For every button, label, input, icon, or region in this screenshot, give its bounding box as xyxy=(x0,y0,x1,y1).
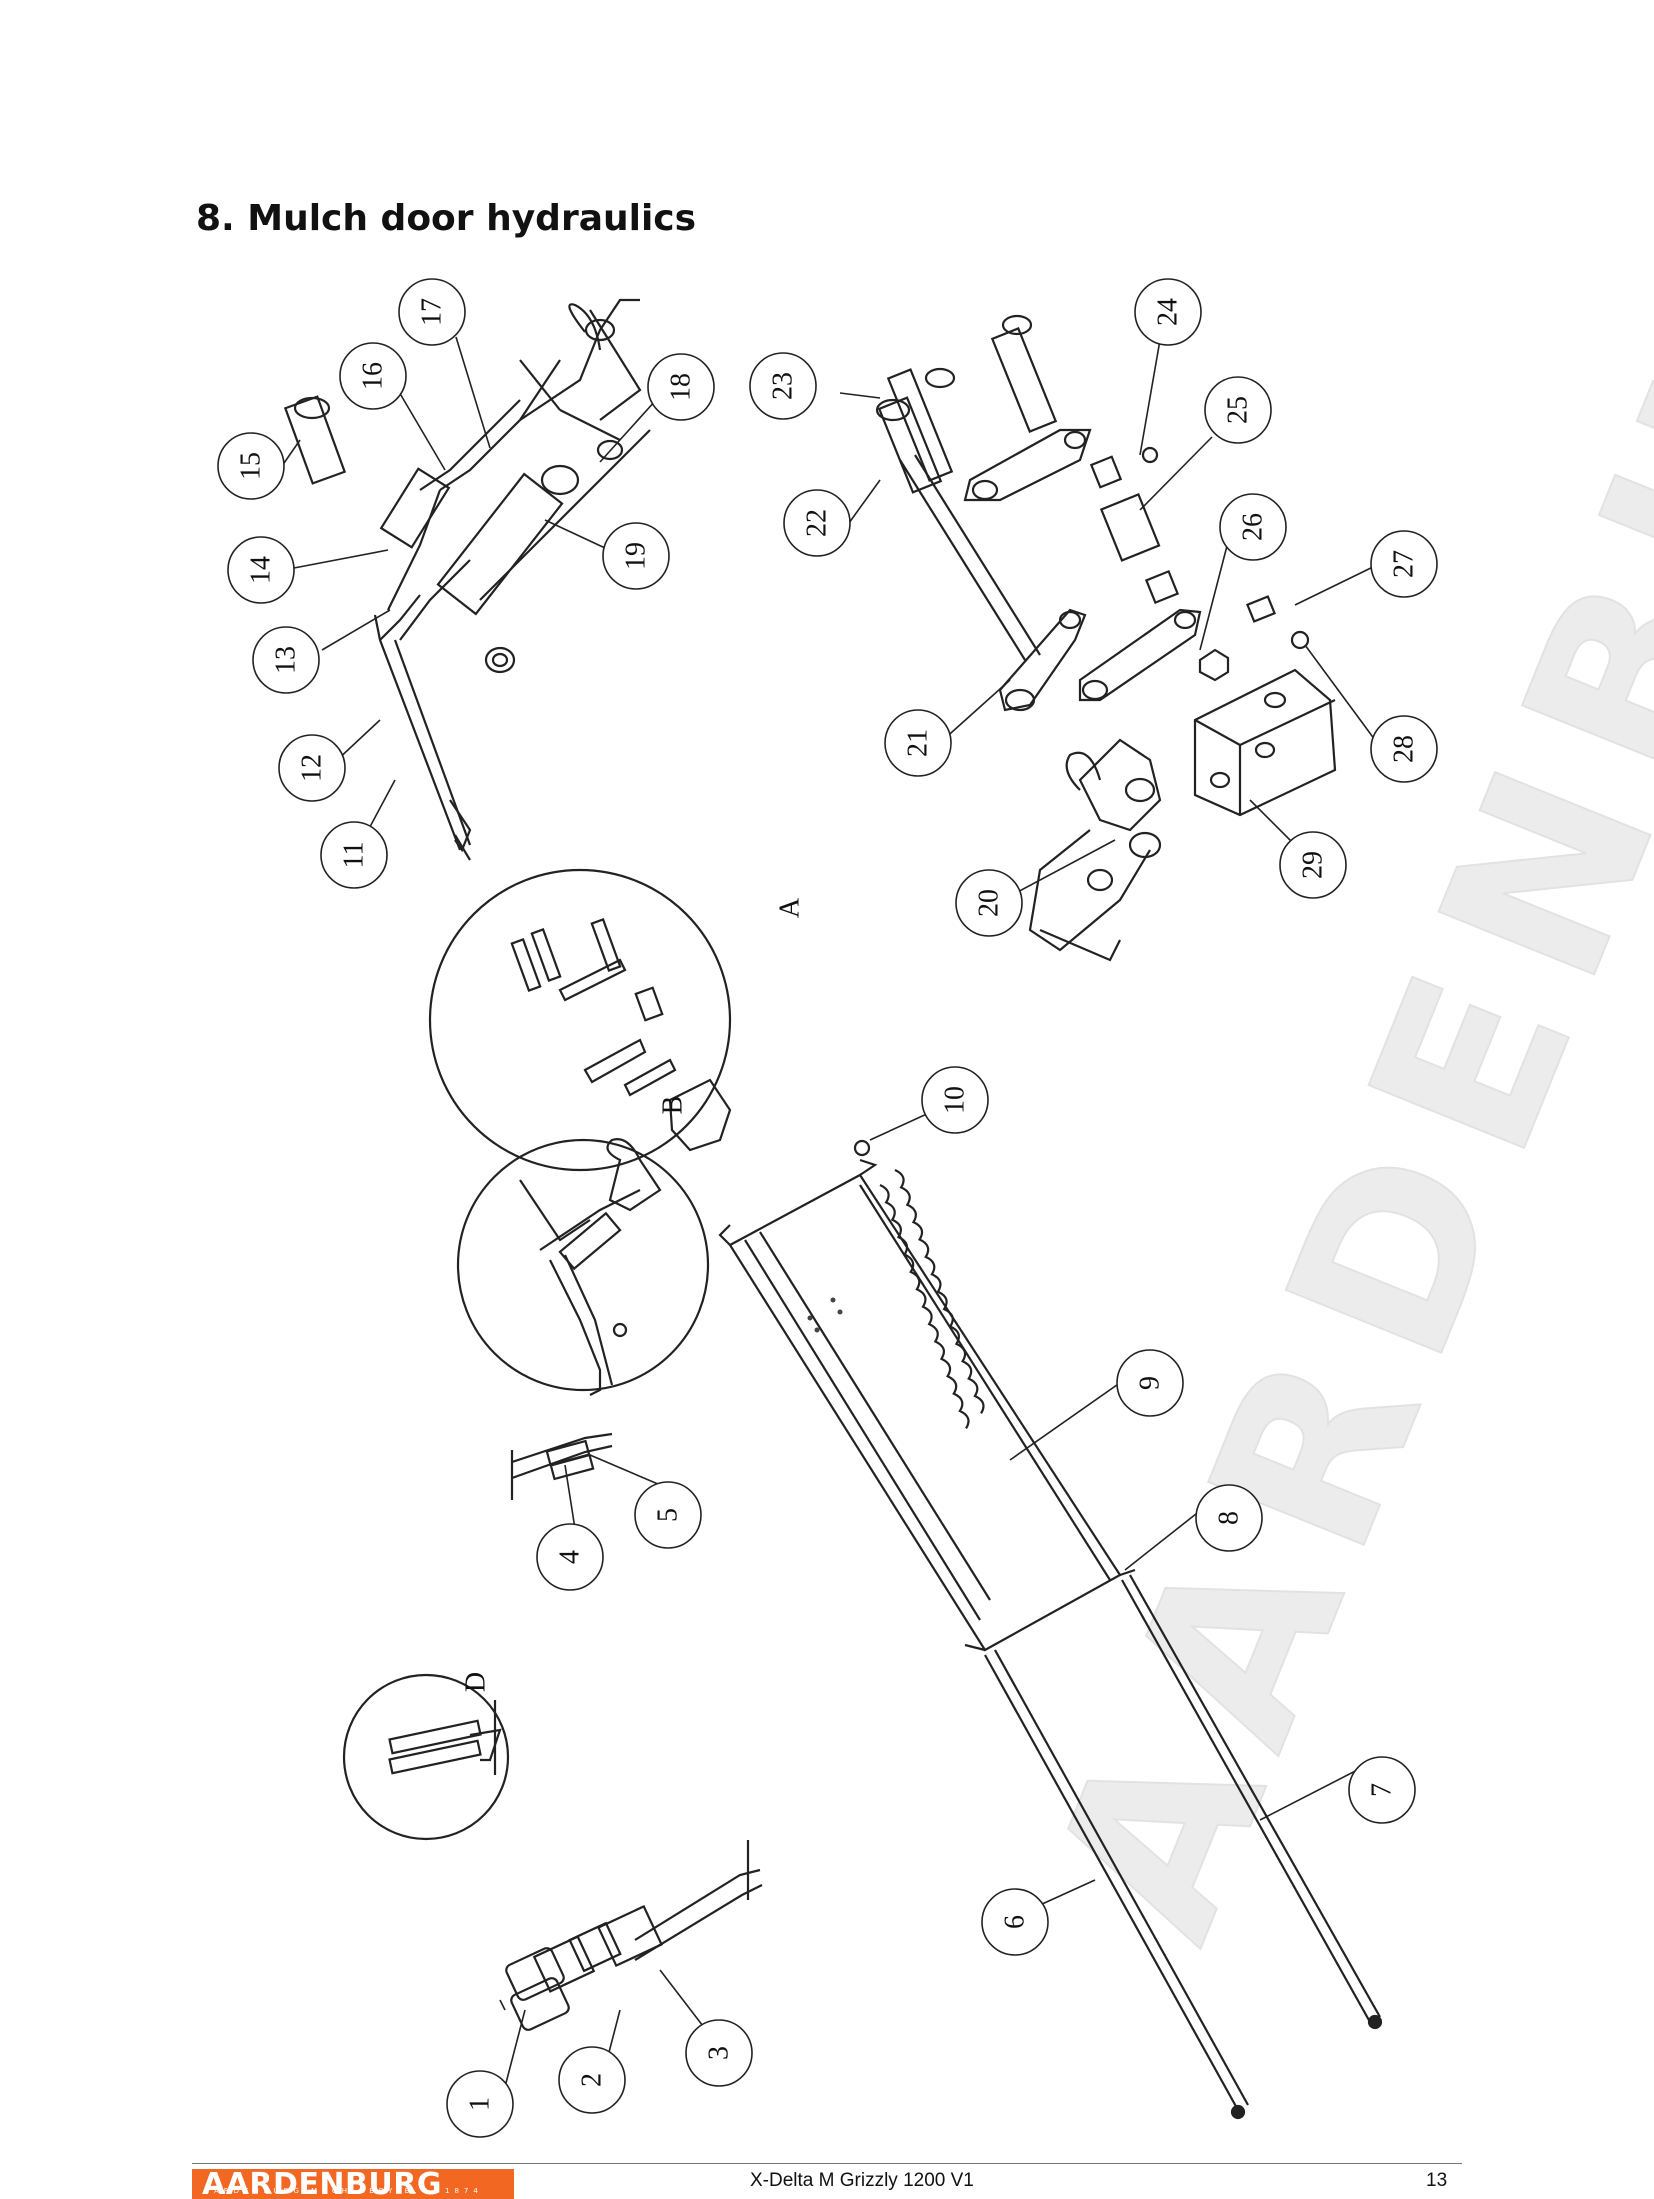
callout-26: 26 xyxy=(1238,513,1269,541)
callout-8: 8 xyxy=(1214,1511,1245,1525)
callout-bubbles: 1 2 3 4 5 6 7 8 9 10 11 12 13 14 15 16 1… xyxy=(217,278,1438,2138)
callout-10: 10 xyxy=(940,1086,971,1114)
callout-6: 6 xyxy=(1000,1915,1031,1929)
callout-15: 15 xyxy=(236,452,267,480)
logo-wordmark: AARDENBURG xyxy=(202,2169,442,2199)
callout-24: 24 xyxy=(1153,298,1184,326)
page-number: 13 xyxy=(1426,2170,1448,2191)
callout-28: 28 xyxy=(1389,735,1420,763)
callout-29: 29 xyxy=(1298,851,1329,879)
callout-5: 5 xyxy=(653,1508,684,1522)
callout-2: 2 xyxy=(577,2073,608,2087)
callout-19: 19 xyxy=(621,542,652,570)
callout-13: 13 xyxy=(271,646,302,674)
callout-21: 21 xyxy=(903,729,934,757)
callout-23: 23 xyxy=(768,372,799,400)
callout-12: 12 xyxy=(297,754,328,782)
callout-17: 17 xyxy=(417,298,448,326)
detail-label-a: A xyxy=(775,897,806,918)
callout-18: 18 xyxy=(666,373,697,401)
callout-7: 7 xyxy=(1367,1783,1398,1797)
callout-20: 20 xyxy=(974,889,1005,917)
callout-11: 11 xyxy=(339,842,370,869)
callout-3: 3 xyxy=(704,2046,735,2060)
document-name: X-Delta M Grizzly 1200 V1 xyxy=(750,2170,974,2191)
line-art xyxy=(283,298,1383,2120)
callout-22: 22 xyxy=(802,509,833,537)
callout-27: 27 xyxy=(1389,550,1420,578)
linkage-assembly-right xyxy=(875,314,1337,962)
logo-tagline: AARDENBURG MACHINERY B.V. 1874 xyxy=(204,2187,483,2195)
callout-1: 1 xyxy=(465,2097,496,2111)
callout-16: 16 xyxy=(358,362,389,390)
hose-coupling-small xyxy=(510,1432,613,1500)
callout-14: 14 xyxy=(246,556,277,584)
mulch-door xyxy=(718,1139,1383,2120)
detail-label-d: D xyxy=(461,1672,492,1692)
callout-4: 4 xyxy=(555,1550,586,1564)
detail-views xyxy=(342,868,732,1841)
hose-coupling-large xyxy=(505,1840,763,2031)
detail-label-b: B xyxy=(658,1096,689,1115)
watermark: AARDENBURG xyxy=(1003,0,1654,1971)
callout-9: 9 xyxy=(1135,1376,1166,1390)
callout-25: 25 xyxy=(1223,396,1254,424)
aardenburg-logo: AARDENBURG AARDENBURG MACHINERY B.V. 187… xyxy=(192,2169,514,2199)
cylinder-assembly-top xyxy=(283,298,651,861)
page-title: 8. Mulch door hydraulics xyxy=(196,198,697,239)
footer-divider xyxy=(192,2163,1462,2164)
